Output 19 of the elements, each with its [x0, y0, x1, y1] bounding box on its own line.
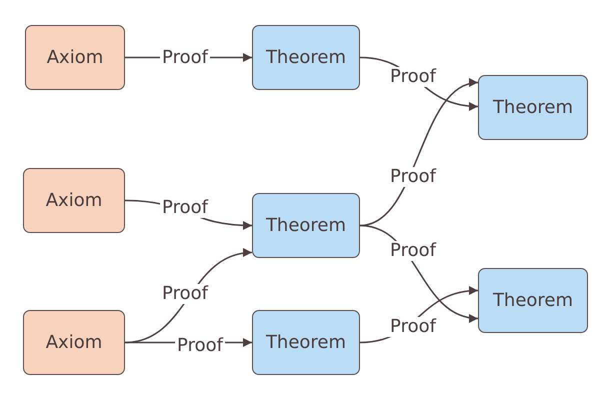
node-label: Theorem — [266, 332, 346, 353]
theorem-box — [478, 268, 588, 333]
axiom-box — [25, 25, 125, 90]
node-label: Theorem — [266, 215, 346, 236]
node-label: Theorem — [492, 290, 574, 311]
axiom-box — [23, 310, 125, 375]
edge-label: Proof — [160, 198, 210, 218]
node-label: Axiom — [46, 332, 102, 353]
node-label: Theorem — [266, 47, 346, 68]
edge-label: Proof — [388, 317, 438, 337]
theorem-box — [252, 310, 360, 375]
node-label: Axiom — [46, 47, 104, 68]
node-label: Axiom — [46, 190, 102, 211]
arrow — [360, 80, 478, 226]
theorem-box — [478, 75, 588, 140]
theorem-box — [252, 193, 360, 258]
theorem-box — [252, 25, 360, 90]
node-label: Theorem — [492, 97, 574, 118]
axiom-box — [23, 168, 125, 233]
